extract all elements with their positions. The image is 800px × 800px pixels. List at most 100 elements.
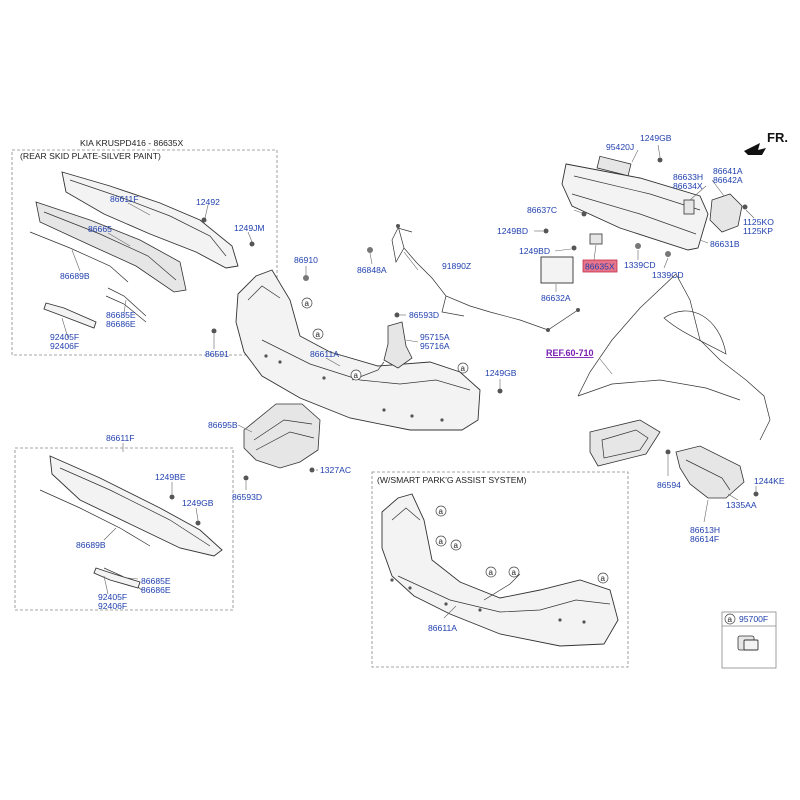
screw-86593D-low-icon [243, 475, 249, 481]
callout-a-10: a [601, 574, 606, 583]
label-1125KP[interactable]: 1125KP [743, 226, 773, 236]
label-1125KO[interactable]: 1125KO [743, 217, 774, 227]
bracket-86633H-drawing [683, 199, 695, 215]
front-direction-arrow-icon [744, 143, 766, 155]
label-1327AC[interactable]: 1327AC [320, 465, 351, 475]
callout-a-5: a [439, 507, 444, 516]
leader-lines-top-left [61, 202, 253, 339]
bolt-1249GB-low-icon [195, 520, 201, 526]
label-86641A[interactable]: 86641A [713, 166, 743, 176]
label-86635X[interactable]: 86635X [585, 262, 615, 272]
callout-a-8: a [489, 568, 494, 577]
clip-86848A-icon [367, 247, 373, 253]
label-86634X[interactable]: 86634X [673, 181, 703, 191]
bolt-1244KE-icon [753, 491, 759, 497]
skid-plate-upper-drawing [61, 171, 239, 269]
label-86686E-low[interactable]: 86686E [141, 585, 171, 595]
under-cover-drawing [243, 403, 321, 469]
sensor-bracket-drawing [383, 321, 413, 369]
callout-circles-smart-park [435, 505, 609, 584]
label-86689B-low[interactable]: 86689B [76, 540, 106, 550]
reflector-lower-drawing [93, 567, 141, 589]
label-86637C[interactable]: 86637C [527, 205, 557, 215]
label-86614F[interactable]: 86614F [690, 534, 719, 544]
label-1335AA[interactable]: 1335AA [726, 500, 757, 510]
label-86686E-top[interactable]: 86686E [106, 319, 136, 329]
garnish-strip-drawing [107, 287, 147, 317]
label-86593D-low[interactable]: 86593D [232, 492, 262, 502]
reference-leader [599, 358, 613, 375]
bolt-1249BD-a-icon [543, 228, 549, 234]
label-1249GB-top[interactable]: 1249GB [640, 133, 672, 143]
diagram-title: KIA KRUSPD416 - 86635X [80, 138, 183, 148]
highlighted-part-badge[interactable]: 86635X [582, 259, 618, 273]
label-86591[interactable]: 86591 [205, 349, 229, 359]
label-91890Z[interactable]: 91890Z [442, 261, 471, 271]
garnish-strip-2-drawing [105, 295, 147, 323]
label-86611F-low[interactable]: 86611F [106, 433, 135, 443]
label-86633H[interactable]: 86633H [673, 172, 703, 182]
label-1249GB-mid[interactable]: 1249GB [485, 368, 517, 378]
beam-bracket-right-drawing [709, 193, 743, 233]
clip-1327AC-icon [309, 467, 315, 473]
reference-link[interactable]: REF.60-710 [546, 348, 594, 358]
wiring-harness-drawing [391, 224, 580, 332]
section-title-smart-park: (W/SMART PARK'G ASSIST SYSTEM) [377, 475, 527, 485]
callout-a-3: a [354, 371, 359, 380]
label-1249BD-a[interactable]: 1249BD [497, 226, 528, 236]
rear-bumper-smart-park-drawing [381, 493, 619, 647]
bolt-1249GB-mid-icon [497, 388, 503, 394]
label-86594[interactable]: 86594 [657, 480, 681, 490]
label-86593D-mid[interactable]: 86593D [409, 310, 439, 320]
skid-plate-lower-box-drawing [49, 455, 223, 557]
bolt-12492-icon [201, 217, 207, 223]
retainer-86910-icon [303, 275, 309, 281]
label-86611A-mid[interactable]: 86611A [310, 349, 339, 359]
label-86689B-top[interactable]: 86689B [60, 271, 90, 281]
callout-a-7: a [454, 541, 459, 550]
label-1249GB-low[interactable]: 1249GB [182, 498, 214, 508]
label-1339CD-a[interactable]: 1339CD [624, 260, 656, 270]
screw-86591-icon [211, 328, 217, 334]
label-86632A[interactable]: 86632A [541, 293, 571, 303]
label-86631B[interactable]: 86631B [710, 239, 740, 249]
nut-1339CD-b-icon [665, 251, 671, 257]
label-92406F-low[interactable]: 92406F [98, 601, 127, 611]
label-1249BD-b[interactable]: 1249BD [519, 246, 550, 256]
label-86665[interactable]: 86665 [88, 224, 112, 234]
label-86611A-low[interactable]: 86611A [428, 623, 457, 633]
front-direction-label: FR. [767, 130, 788, 145]
label-95716A[interactable]: 95716A [420, 341, 450, 351]
label-12492[interactable]: 12492 [196, 197, 220, 207]
label-86848A[interactable]: 86848A [357, 265, 387, 275]
bolt-1249JM-icon [249, 241, 255, 247]
label-95715A[interactable]: 95715A [420, 332, 450, 342]
leader-86611A-low [443, 605, 457, 619]
label-1249BE[interactable]: 1249BE [155, 472, 186, 482]
label-95420J[interactable]: 95420J [606, 142, 634, 152]
molding-strip-drawing [29, 231, 129, 283]
label-86613H[interactable]: 86613H [690, 525, 720, 535]
nut-1339CD-a-icon [635, 243, 641, 249]
rear-bumper-cover-drawing [235, 269, 481, 431]
section-title-rear-skid: (REAR SKID PLATE-SILVER PAINT) [20, 151, 161, 161]
label-86642A[interactable]: 86642A [713, 175, 743, 185]
label-92406F-top[interactable]: 92406F [50, 341, 79, 351]
label-86910[interactable]: 86910 [294, 255, 318, 265]
label-86685E-top[interactable]: 86685E [106, 310, 136, 320]
label-92405F-top[interactable]: 92405F [50, 332, 79, 342]
label-86685E-low[interactable]: 86685E [141, 576, 171, 586]
label-1249JM[interactable]: 1249JM [234, 223, 265, 233]
label-86695B[interactable]: 86695B [208, 420, 238, 430]
label-86611F-top[interactable]: 86611F [110, 194, 139, 204]
label-95700F[interactable]: 95700F [739, 614, 768, 624]
bracket-86635X-drawing [589, 233, 603, 245]
label-92405F-low[interactable]: 92405F [98, 592, 127, 602]
label-1244KE[interactable]: 1244KE [754, 476, 785, 486]
leader-lines-right [667, 455, 757, 523]
bumper-beam-drawing [561, 155, 709, 251]
label-1339CD-b[interactable]: 1339CD [652, 270, 684, 280]
callout-a-6: a [439, 537, 444, 546]
leader-lines-lower-box [103, 443, 199, 595]
